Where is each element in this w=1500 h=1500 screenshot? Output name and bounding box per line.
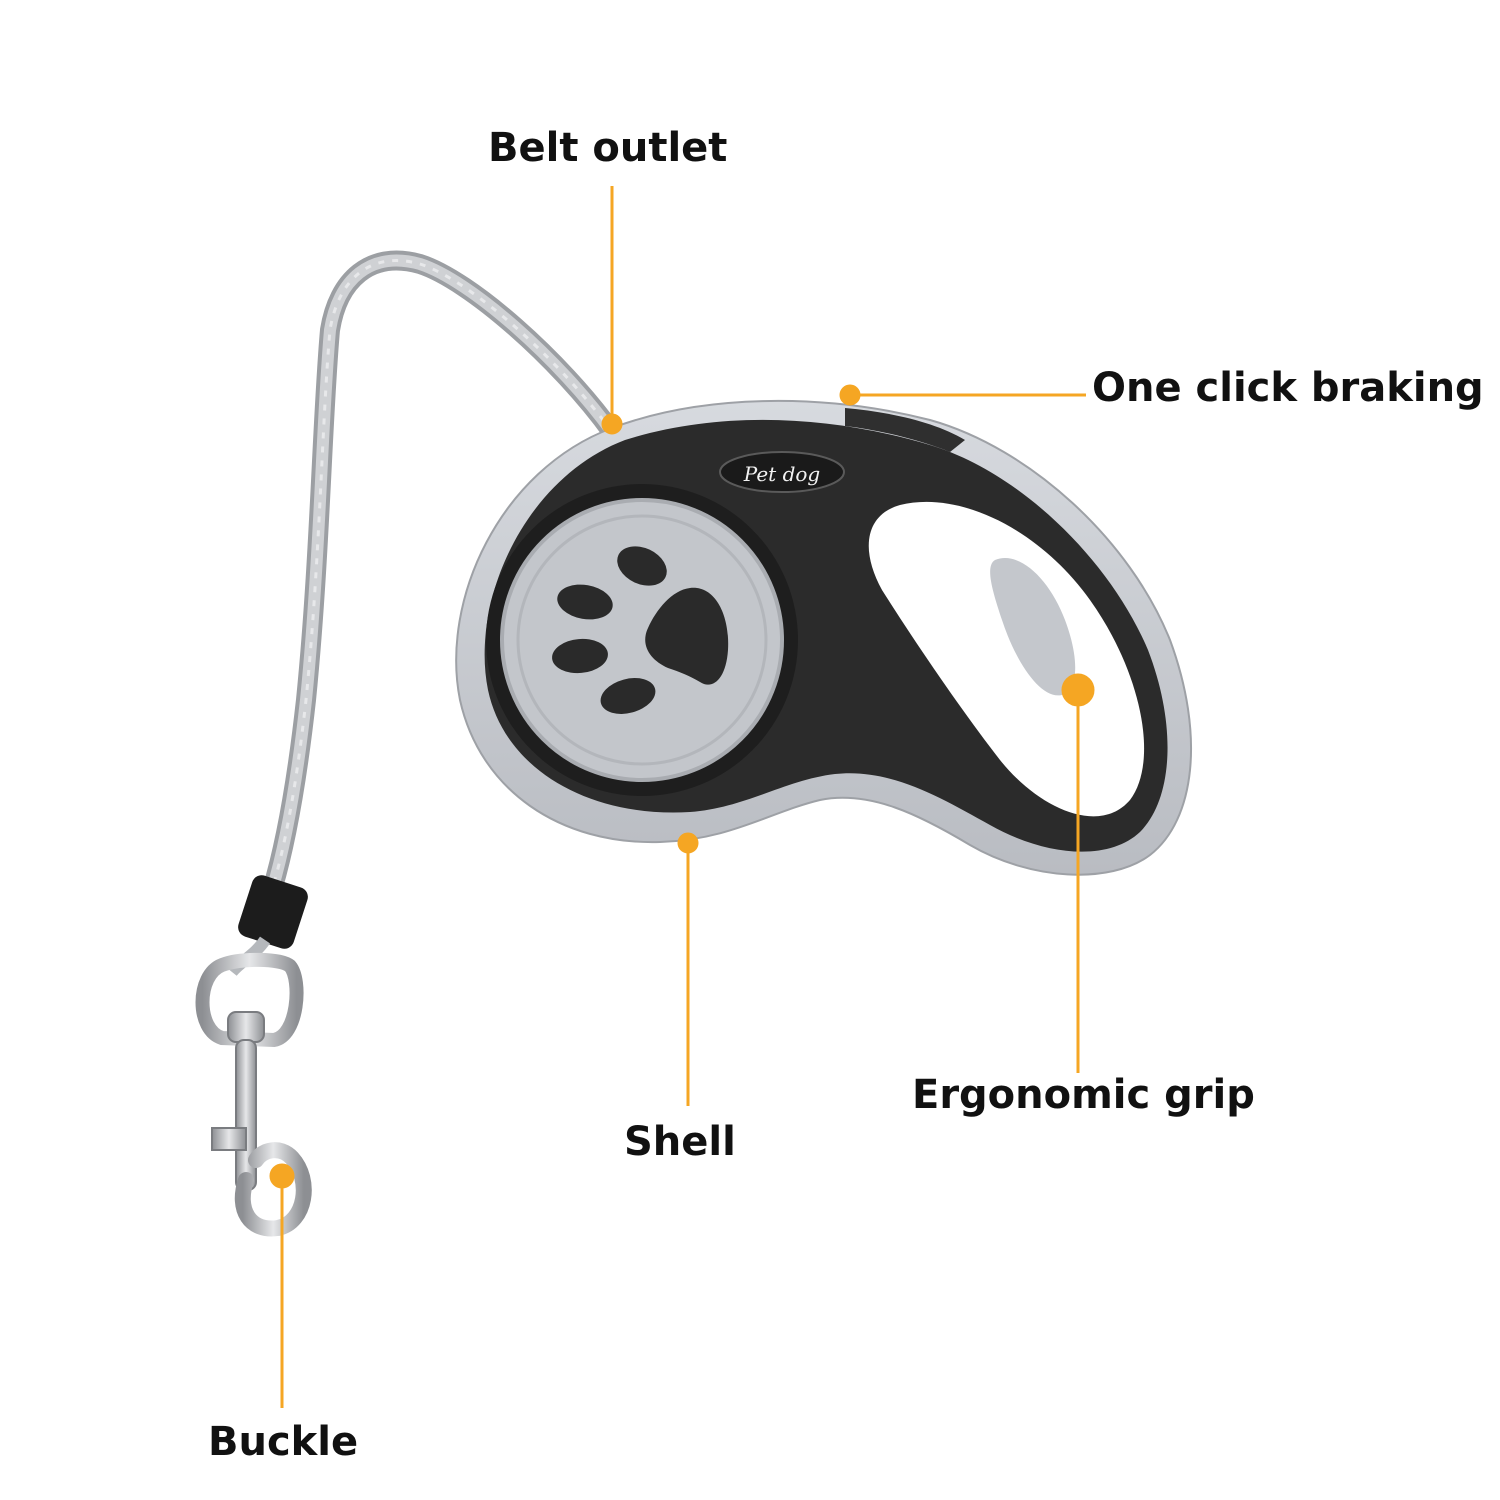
brand-logo: Pet dog — [743, 462, 820, 486]
buckle-trigger — [211, 1127, 247, 1151]
strap — [262, 250, 622, 900]
leash-reel: Pet dog — [455, 399, 1192, 876]
buckle-ring — [195, 952, 304, 1048]
label-buckle: Buckle — [208, 1419, 359, 1465]
paw-icon — [552, 546, 729, 714]
callout-dot-shell — [677, 832, 699, 854]
label-belt-outlet: Belt outlet — [488, 125, 728, 171]
label-one-click-braking: One click braking — [1092, 365, 1484, 411]
callout-dot-buckle — [269, 1163, 295, 1189]
callout-dot-belt-outlet — [601, 413, 623, 435]
buckle-swivel — [227, 1011, 265, 1043]
grip-hole — [868, 501, 1145, 817]
reel-disc — [500, 498, 784, 782]
ergonomic-grip — [990, 558, 1076, 696]
label-ergonomic-grip: Ergonomic grip — [912, 1072, 1255, 1118]
callout-dot-grip — [1061, 673, 1095, 707]
brake-button[interactable] — [845, 408, 965, 452]
brand-badge — [719, 451, 845, 493]
buckle-shaft — [235, 1039, 257, 1191]
callouts — [269, 186, 1095, 1408]
strap-stopper — [238, 875, 308, 949]
buckle-assembly — [195, 875, 312, 1237]
callout-dot-braking — [839, 384, 861, 406]
buckle-hook — [234, 1142, 312, 1237]
label-shell: Shell — [624, 1119, 736, 1165]
